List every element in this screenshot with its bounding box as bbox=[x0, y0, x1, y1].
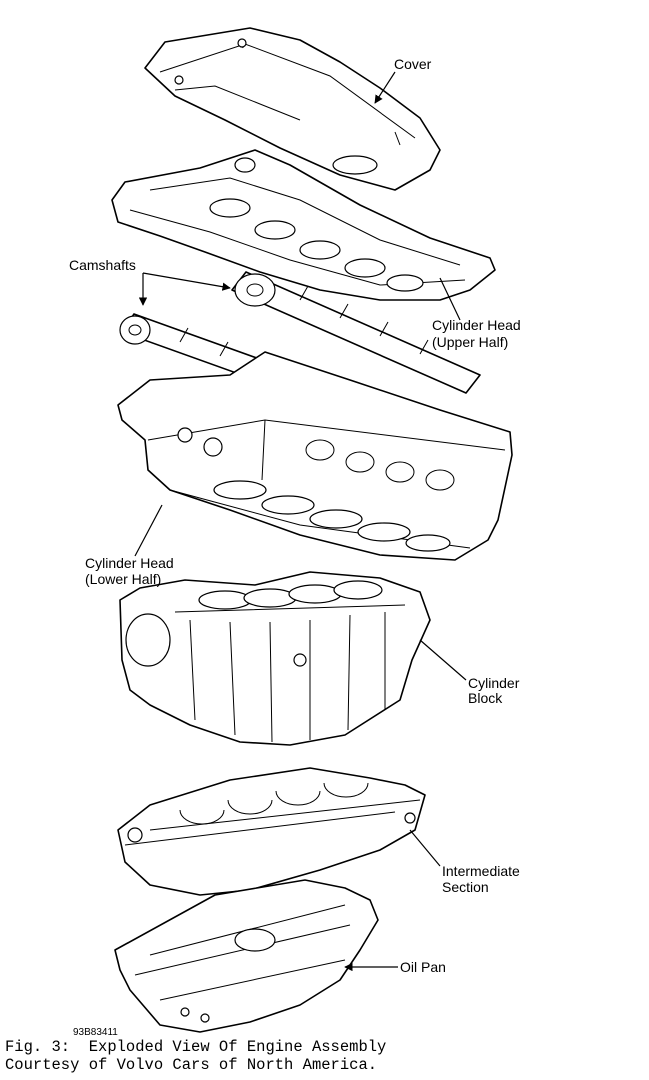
cover-label: Cover bbox=[394, 56, 432, 72]
intermediate-section-label-line1: Intermediate bbox=[442, 863, 520, 879]
cylinder-head-upper-part bbox=[111, 149, 496, 301]
figure-caption-line2: Courtesy of Volvo Cars of North America. bbox=[5, 1056, 377, 1074]
cylinder-block-label-line1: Cylinder bbox=[468, 675, 520, 691]
leader-lines bbox=[134, 71, 467, 972]
cylinder-head-lower-part bbox=[117, 351, 513, 561]
cylinder-block-part bbox=[119, 571, 431, 746]
oil-pan-part bbox=[114, 879, 379, 1033]
figure-code: 93B83411 bbox=[73, 1027, 118, 1038]
oil-pan-label: Oil Pan bbox=[400, 959, 446, 975]
cylinder-head-lower-label-line1: Cylinder Head bbox=[85, 555, 174, 571]
cover-part bbox=[144, 27, 441, 191]
intermediate-section-label-line2: Section bbox=[442, 879, 489, 895]
cover-leader bbox=[374, 71, 396, 104]
cylinder-block-label-line2: Block bbox=[468, 690, 503, 706]
cylinder-head-lower-label-line2: (Lower Half) bbox=[85, 571, 161, 587]
intermediate-section-leader bbox=[409, 829, 441, 867]
cylinder-head-upper-leader bbox=[439, 277, 461, 321]
figure-caption-line1: Fig. 3: Exploded View Of Engine Assembly bbox=[5, 1038, 386, 1056]
camshaft-upper bbox=[231, 271, 481, 394]
camshafts-label: Camshafts bbox=[69, 257, 136, 273]
cylinder-head-upper-label-line2: (Upper Half) bbox=[432, 334, 508, 350]
cylinder-block-leader bbox=[419, 639, 467, 681]
intermediate-section-part bbox=[117, 767, 426, 896]
cylinder-head-upper-label-line1: Cylinder Head bbox=[432, 317, 521, 333]
camshafts-leader-upper bbox=[142, 272, 231, 291]
cylinder-head-lower-leader bbox=[134, 504, 163, 557]
